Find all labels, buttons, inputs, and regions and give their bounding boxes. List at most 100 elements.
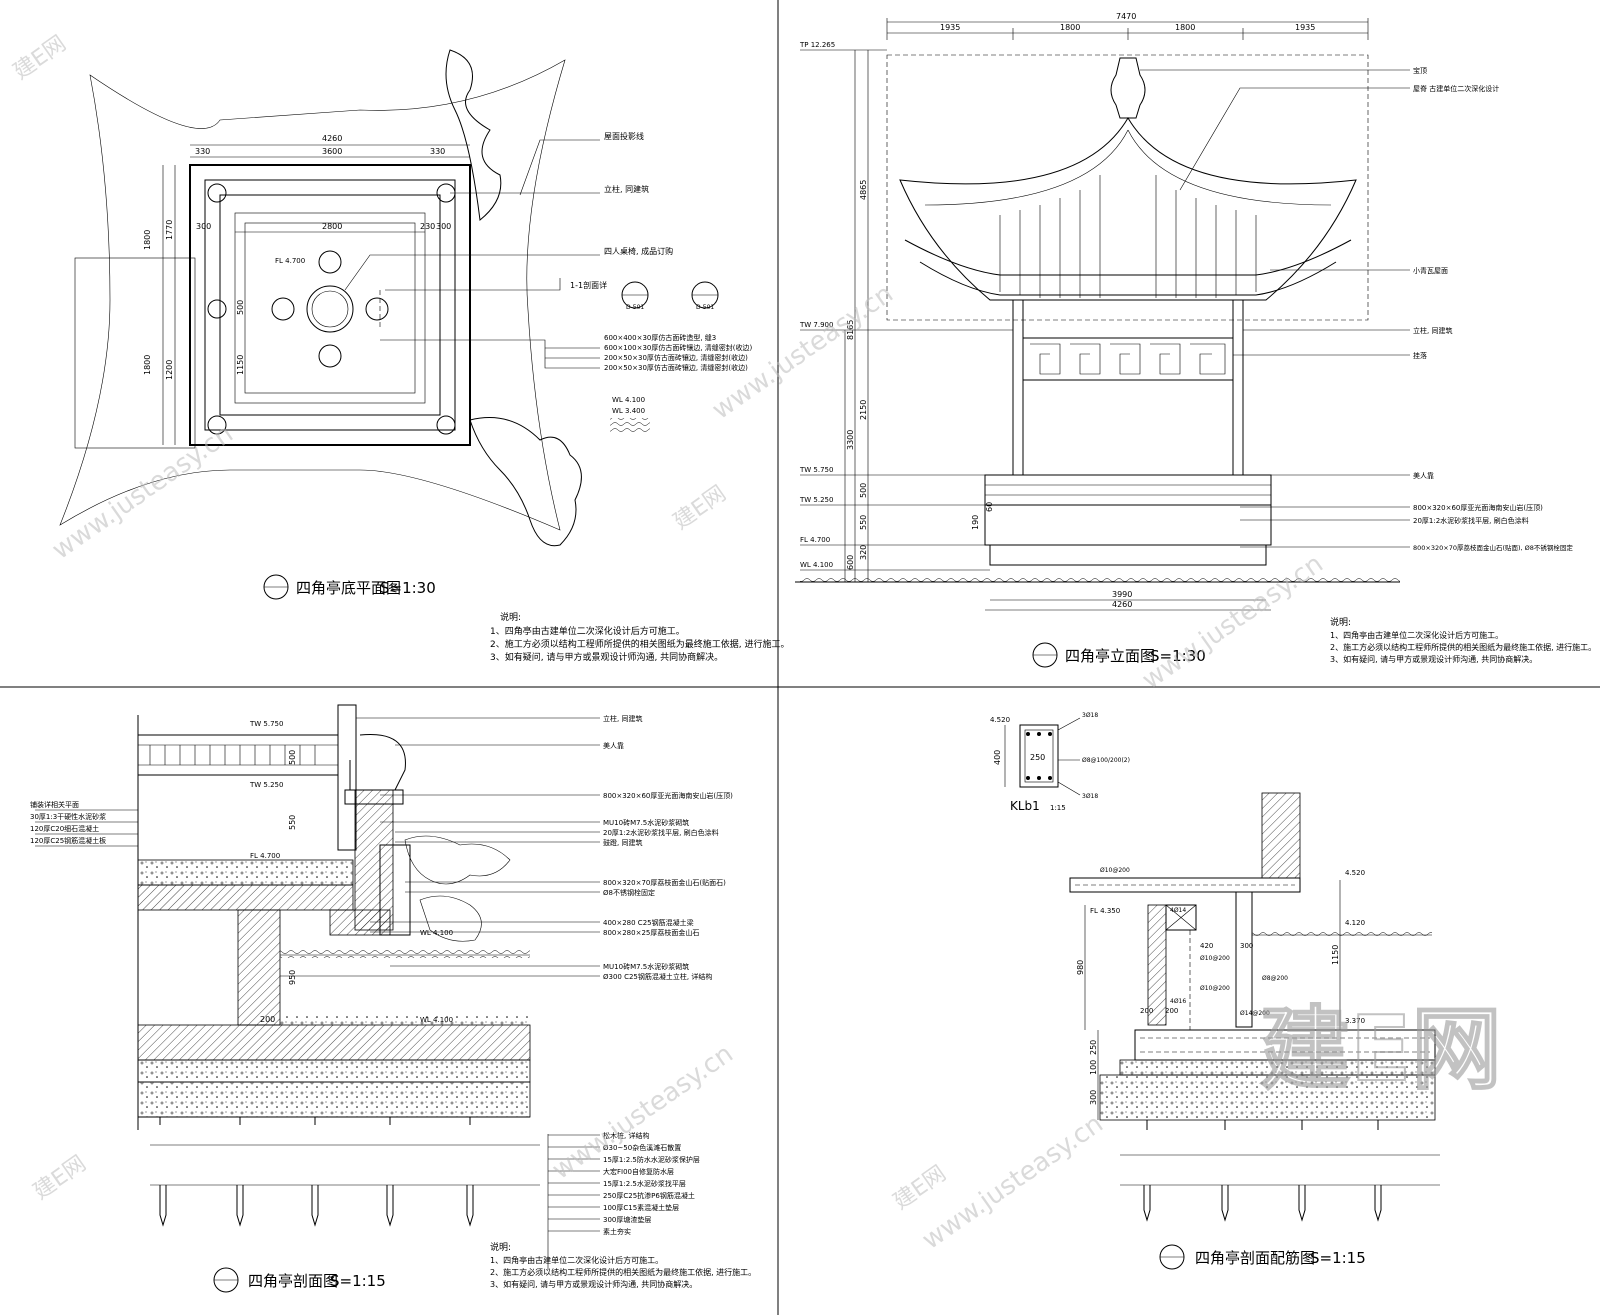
dim: 200 [260,1015,275,1024]
dim: 330 [195,147,210,156]
plan-scale: S=1:30 [380,579,436,597]
level-label: 3.370 [1345,1017,1365,1025]
column-right [1232,299,1244,476]
beam-dim: 400 [993,750,1002,765]
dim: 550 [288,815,297,830]
callout: 800×320×70厚荔枝面金山石(贴面), Ø8不锈钢栓固定 [1413,543,1573,552]
bar-label: Ø10@200 [1200,985,1230,992]
dim: 550 [859,515,868,530]
callout: 250厚C25抗渗P6钢筋混凝土 [603,1191,695,1200]
plan-note: 3、如有疑问, 请与甲方或景观设计师沟通, 共同协商解决。 [490,651,723,663]
callout: 立柱, 同建筑 [604,184,649,194]
watermark-logo: 建E网 [669,481,731,535]
column [337,704,357,851]
callout: MU10砖M7.5水泥砂浆砌筑 [603,962,689,971]
base-wall [984,504,1272,546]
elevation-note: 2、施工方必须以结构工程师所提供的相关图纸为最终施工依据, 进行施工。 [1330,642,1596,652]
dim: 420 [1200,942,1213,950]
callout: 四人桌椅, 成品订购 [604,246,673,256]
callout: 800×320×60厚亚光面海南安山岩(压顶) [1413,503,1543,512]
dim: 500 [236,300,245,315]
watermark-text: www.justeasy.cn [1137,549,1329,696]
callout: 30厚1:3干硬性水泥砂浆 [30,812,106,821]
dim: 1800 [1175,23,1195,32]
bar-label: 4Ø16 [1170,998,1186,1005]
dim: 8165 [846,320,855,340]
callout: Ø30~50杂色溪滩石散置 [603,1143,681,1152]
callout: 松木桩, 详结构 [603,1131,649,1140]
watermark-text: www.justeasy.cn [47,419,239,566]
section-scale: S=1:15 [330,1272,386,1290]
callout: 200×50×30厚仿古面砖镶边, 清缝密封(收边) [604,353,748,362]
dim: 200 [1140,1007,1153,1015]
dim: 300 [436,222,451,231]
timber-piles [1143,1120,1382,1222]
beam-dim: 250 [1030,753,1045,762]
callout: 美人靠 [603,741,624,750]
level-label: FL 4.350 [1090,907,1120,915]
gravel-layer [137,1081,531,1118]
dim: 1800 [1060,23,1080,32]
bar-label: Ø14@200 [1240,1010,1270,1017]
dim: 60 [985,502,994,512]
callout: MU10砖M7.5水泥砂浆砌筑 [603,818,689,827]
base-plinth [989,544,1267,566]
bench-railing [984,474,1272,506]
callout: 大宏FI00自修复防水层 [603,1167,674,1176]
plan-view: 四角亭底平面图 S=1:30 说明: 1、四角亭由古建单位二次深化设计后方可施工… [59,49,789,663]
columns [207,183,456,435]
rock-edge-bottom [469,417,582,547]
callout: 200×50×30厚仿古面砖镶边, 清缝密封(收边) [604,363,748,372]
level-label: TW 5.250 [799,496,833,504]
watermark-logo: 建E网 [889,1161,951,1215]
plan-leaders [344,139,600,369]
dim: 2150 [859,400,868,420]
watermark-logo: 建E网 [9,31,71,85]
dim: 1800 [143,355,152,375]
level-label: WL 4.100 [420,1016,453,1024]
watermark-logo: 建E网 [29,1151,91,1205]
dim: 3300 [846,430,855,450]
floor-slab [137,859,354,886]
dim: 300 [1089,1090,1098,1105]
callout: 100厚C15素混凝土垫层 [603,1203,679,1212]
platform-outline [189,164,471,446]
level-label: WL 4.100 [420,929,453,937]
callout: 挂落 [1413,351,1427,360]
level-label: WL 4.100 [800,561,833,569]
callout: 600×100×30厚仿古面砖镶边, 清缝密封(收边) [604,343,753,352]
elevation-notes-title: 说明: [1330,616,1351,628]
dim: 4865 [859,180,868,200]
rocks [404,835,511,942]
dim: 1935 [1295,23,1315,32]
beam-kl1-detail [1019,724,1059,788]
elevation-note: 3、如有疑问, 请与甲方或景观设计师沟通, 共同协商解决。 [1330,654,1537,664]
callout: Ø8不锈钢栓固定 [603,888,655,897]
bar-label: Ø10@200 [1100,867,1130,874]
dim: 500 [288,750,297,765]
elevation-title: 四角亭立面图 [1065,647,1155,665]
gravel-layer [1099,1074,1436,1121]
rebar-scale: S=1:15 [1310,1249,1366,1267]
stool [365,297,389,321]
callout: 800×280×25厚荔枝面金山石 [603,928,699,937]
finial [1110,57,1146,119]
timber-piles [159,1117,474,1227]
elevation-note: 1、四角亭由古建单位二次深化设计后方可施工。 [1330,630,1503,640]
dim: 3600 [322,147,342,156]
callout: 800×320×60厚亚光面海南安山岩(压顶) [603,791,733,800]
callout: Ø300 C25钢筋混凝土立柱, 详结构 [603,972,712,981]
rock-edge-top [445,49,502,221]
callout: 屋面投影线 [604,131,644,141]
dim: 330 [430,147,445,156]
bar-label: Ø10@200 [1200,955,1230,962]
rebar-title: 四角亭剖面配筋图 [1195,1249,1315,1267]
callout: 300厚塘渣垫层 [603,1215,651,1224]
level-label: TP 12.265 [799,41,835,49]
stool [271,297,295,321]
level-label: TW 5.750 [799,466,833,474]
callout: 600×400×30厚仿古面砖造型, 缝3 [604,333,716,342]
dim: 1935 [940,23,960,32]
roof-projection-line [59,59,566,531]
